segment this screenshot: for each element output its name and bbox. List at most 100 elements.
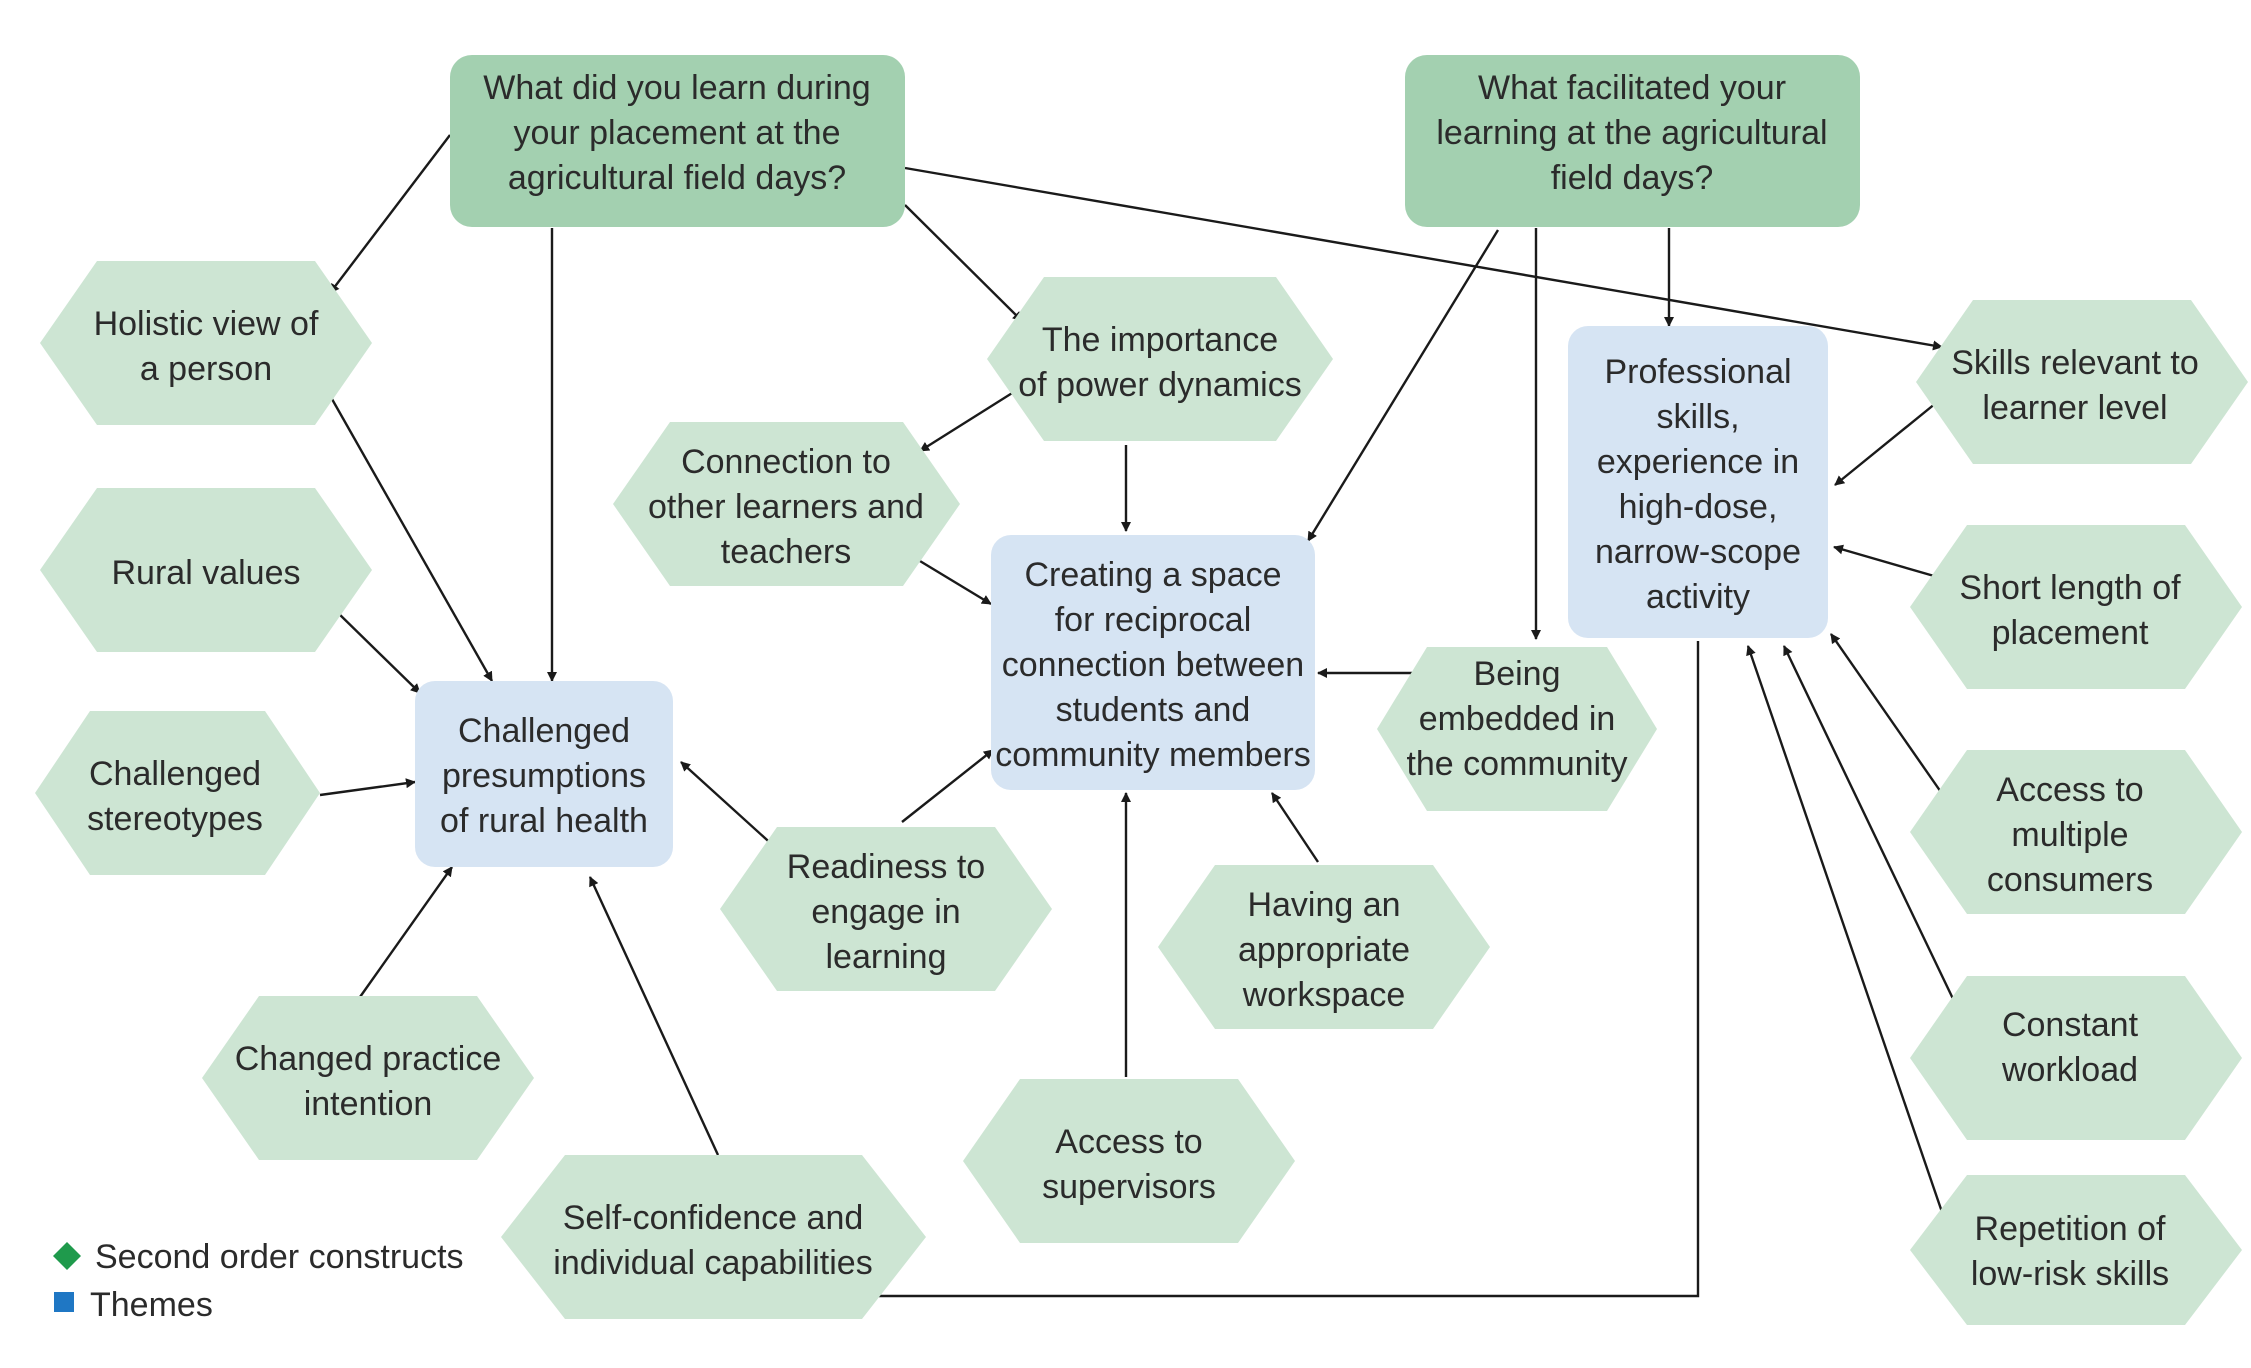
construct-embedded: Being embedded in the community bbox=[1377, 647, 1657, 811]
multiple-line-1: Access to bbox=[1996, 771, 2143, 809]
connection-line-3: teachers bbox=[721, 533, 851, 571]
embedded-line-3: the community bbox=[1406, 745, 1627, 783]
hex-power-shape bbox=[987, 277, 1333, 441]
arrow-workspace-to-space bbox=[1271, 792, 1319, 863]
arrow-self-confidence-to-challenged bbox=[588, 876, 720, 1156]
question-learn-line-1: What did you learn during bbox=[483, 69, 870, 107]
hex-workspace-shape bbox=[1158, 865, 1490, 1029]
skills-relevant-line-1: Skills relevant to bbox=[1951, 344, 2199, 382]
arrow-q1-to-power bbox=[904, 204, 1023, 322]
construct-changed-practice: Changed practice intention bbox=[202, 996, 534, 1160]
arrow-q1-to-holistic bbox=[329, 134, 451, 294]
stereotypes-line-2: stereotypes bbox=[87, 800, 263, 838]
repetition-line-2: low-risk skills bbox=[1971, 1255, 2169, 1293]
power-line-1: The importance bbox=[1042, 321, 1278, 359]
power-line-2: of power dynamics bbox=[1018, 366, 1301, 404]
self-confidence-line-1: Self-confidence and bbox=[563, 1199, 864, 1237]
hex-holistic-shape bbox=[40, 261, 372, 425]
hex-repetition-shape bbox=[1910, 1175, 2242, 1325]
construct-access-supervisors: Access to supervisors bbox=[963, 1079, 1295, 1243]
hex-changed-practice-shape bbox=[202, 996, 534, 1160]
arrow-skills-relevant-to-professional bbox=[1834, 402, 1937, 486]
theme-challenged-presumptions: Challenged presumptions of rural health bbox=[415, 681, 673, 867]
supervisors-line-1: Access to bbox=[1055, 1123, 1202, 1161]
arrow-q2-to-space bbox=[1306, 229, 1500, 542]
theme-challenged-line-3: of rural health bbox=[440, 802, 648, 840]
arrow-holistic-to-challenged bbox=[326, 391, 494, 682]
theme-professional-line-4: high-dose, bbox=[1619, 488, 1778, 526]
hex-rural-values-shape bbox=[40, 488, 372, 652]
multiple-line-3: consumers bbox=[1987, 861, 2153, 899]
theme-challenged-shape bbox=[415, 681, 673, 867]
connection-line-2: other learners and bbox=[648, 488, 924, 526]
arrow-rural-values-to-challenged bbox=[334, 609, 421, 694]
connector-arrows bbox=[319, 134, 1957, 1301]
short-length-line-1: Short length of bbox=[1959, 569, 2181, 607]
hex-multiple-shape bbox=[1910, 750, 2242, 914]
arrow-workload-to-professional bbox=[1782, 645, 1957, 1004]
construct-holistic-view: Holistic view of a person bbox=[40, 261, 372, 425]
workspace-line-2: appropriate bbox=[1238, 931, 1410, 969]
theme-creating-space: Creating a space for reciprocal connecti… bbox=[991, 535, 1315, 790]
arrow-repetition-to-professional bbox=[1746, 645, 1945, 1216]
construct-connection: Connection to other learners and teacher… bbox=[613, 422, 960, 586]
embedded-line-2: embedded in bbox=[1419, 700, 1616, 738]
arrow-readiness-to-challenged bbox=[680, 761, 778, 850]
workload-line-2: workload bbox=[2001, 1051, 2138, 1089]
hex-connection-shape bbox=[613, 422, 960, 586]
skills-relevant-line-2: learner level bbox=[1982, 389, 2167, 427]
question-box-learn-shape bbox=[450, 55, 905, 227]
embedded-line-1: Being bbox=[1474, 655, 1561, 693]
hex-stereotypes-shape bbox=[35, 711, 320, 875]
construct-repetition: Repetition of low-risk skills bbox=[1910, 1175, 2242, 1325]
legend-green-diamond-icon bbox=[53, 1242, 81, 1270]
connection-line-1: Connection to bbox=[681, 443, 891, 481]
readiness-line-2: engage in bbox=[811, 893, 960, 931]
holistic-line-1: Holistic view of bbox=[94, 305, 319, 343]
workload-line-1: Constant bbox=[2002, 1006, 2139, 1044]
construct-power-dynamics: The importance of power dynamics bbox=[987, 277, 1333, 441]
theme-challenged-line-1: Challenged bbox=[458, 712, 630, 750]
legend: Second order constructs Themes bbox=[53, 1238, 464, 1324]
arrow-professional-to-self-confidence bbox=[866, 641, 1700, 1301]
theme-professional-line-5: narrow-scope bbox=[1595, 533, 1801, 571]
question-facilitated-line-3: field days? bbox=[1551, 159, 1714, 197]
hex-skills-relevant-shape bbox=[1916, 300, 2248, 464]
construct-short-length: Short length of placement bbox=[1910, 525, 2242, 689]
multiple-line-2: multiple bbox=[2011, 816, 2128, 854]
theme-professional-line-1: Professional bbox=[1604, 353, 1791, 391]
legend-second-order-label: Second order constructs bbox=[95, 1238, 464, 1276]
hex-workload-shape bbox=[1910, 976, 2242, 1140]
construct-rural-values: Rural values bbox=[40, 488, 372, 652]
arrow-q1-to-skills-relevant bbox=[904, 166, 1943, 351]
workspace-line-3: workspace bbox=[1242, 976, 1406, 1014]
arrow-stereotypes-to-challenged bbox=[319, 778, 416, 797]
hex-readiness-shape bbox=[720, 827, 1052, 991]
construct-self-confidence: Self-confidence and individual capabilit… bbox=[501, 1155, 926, 1319]
theme-professional-skills: Professional skills, experience in high-… bbox=[1568, 326, 1828, 638]
theme-professional-line-6: activity bbox=[1646, 578, 1750, 616]
theme-professional-line-3: experience in bbox=[1597, 443, 1799, 481]
theme-space-line-2: for reciprocal bbox=[1055, 601, 1252, 639]
readiness-line-3: learning bbox=[826, 938, 947, 976]
workspace-line-1: Having an bbox=[1247, 886, 1400, 924]
theme-space-line-3: connection between bbox=[1002, 646, 1304, 684]
question-box-facilitated: What facilitated your learning at the ag… bbox=[1405, 55, 1860, 227]
arrow-power-to-connection bbox=[919, 388, 1018, 453]
construct-workspace: Having an appropriate workspace bbox=[1158, 865, 1490, 1029]
arrow-readiness-to-space bbox=[901, 749, 994, 823]
construct-challenged-stereotypes: Challenged stereotypes bbox=[35, 711, 320, 875]
short-length-line-2: placement bbox=[1992, 614, 2149, 652]
construct-readiness: Readiness to engage in learning bbox=[720, 827, 1052, 991]
hex-embedded-shape bbox=[1377, 647, 1657, 811]
arrow-multiple-to-professional bbox=[1830, 633, 1944, 796]
question-learn-line-3: agricultural field days? bbox=[508, 159, 846, 197]
theme-professional-line-2: skills, bbox=[1656, 398, 1739, 436]
construct-multiple-consumers: Access to multiple consumers bbox=[1910, 750, 2242, 914]
theme-challenged-line-2: presumptions bbox=[442, 757, 646, 795]
rural-values-line-1: Rural values bbox=[112, 554, 301, 592]
changed-practice-line-1: Changed practice bbox=[235, 1040, 502, 1078]
hex-self-confidence-shape bbox=[501, 1155, 926, 1319]
hex-short-length-shape bbox=[1910, 525, 2242, 689]
